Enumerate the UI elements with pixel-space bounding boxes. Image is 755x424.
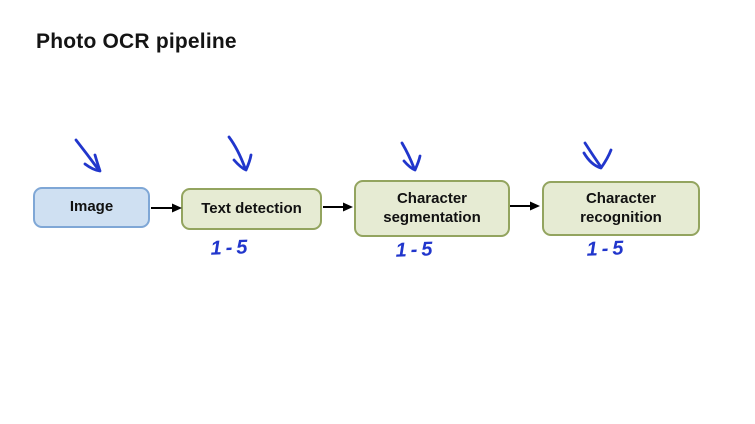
handwritten-annotation: 1-5 [586, 237, 628, 261]
stage-label: Image [69, 198, 114, 216]
page-title: Photo OCR pipeline [36, 30, 237, 53]
pipeline-stage-text-detection: Text detection [181, 188, 322, 230]
hand-drawn-arrow-icon [74, 138, 102, 173]
hand-drawn-arrow-icon [582, 141, 613, 170]
flow-arrow-icon [323, 202, 353, 212]
handwritten-annotation: 1-5 [210, 236, 252, 260]
flow-arrow-icon [151, 203, 182, 213]
pipeline-stage-character-segmentation: Character segmentation [354, 180, 510, 237]
stage-label: Text detection [201, 199, 302, 217]
handwritten-annotation: 1-5 [395, 238, 437, 262]
hand-drawn-arrow-icon [400, 141, 422, 172]
hand-drawn-arrow-icon [227, 135, 253, 172]
stage-label: Character recognition [580, 189, 662, 226]
pipeline-stage-image: Image [33, 187, 150, 228]
flow-arrow-icon [510, 201, 540, 211]
stage-label: Character segmentation [383, 189, 481, 226]
pipeline-stage-character-recognition: Character recognition [542, 181, 700, 236]
